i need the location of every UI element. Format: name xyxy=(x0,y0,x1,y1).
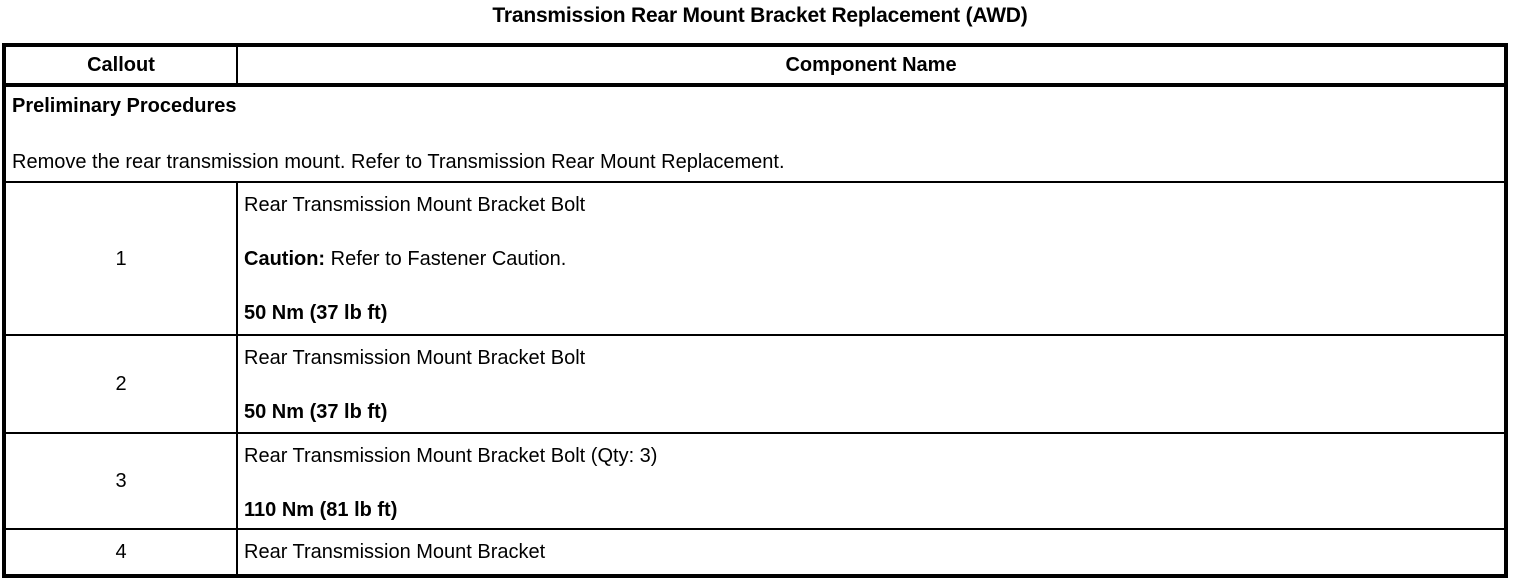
component-name-cell: Rear Transmission Mount Bracket Bolt (Qt… xyxy=(238,434,1504,528)
component-name-text: Rear Transmission Mount Bracket Bolt xyxy=(244,347,586,369)
preliminary-procedures-heading: Preliminary Procedures xyxy=(12,95,237,117)
component-name-text: Rear Transmission Mount Bracket Bolt (Qt… xyxy=(244,445,658,467)
preliminary-procedures-cell: Preliminary Procedures Remove the rear t… xyxy=(6,87,1504,181)
preliminary-procedures-row: Preliminary Procedures Remove the rear t… xyxy=(6,87,1504,183)
torque-spec: 110 Nm (81 lb ft) xyxy=(244,499,398,521)
component-name-text: Rear Transmission Mount Bracket Bolt xyxy=(244,194,586,216)
caution-text: Refer to Fastener Caution. xyxy=(325,248,567,270)
page-title: Transmission Rear Mount Bracket Replacem… xyxy=(492,4,1028,27)
torque-spec: 50 Nm (37 lb ft) xyxy=(244,401,388,423)
column-header-callout: Callout xyxy=(6,47,238,83)
component-name-cell: Rear Transmission Mount Bracket Bolt 50 … xyxy=(238,336,1504,432)
table-row: 1 Rear Transmission Mount Bracket Bolt C… xyxy=(6,183,1504,336)
component-name-cell: Rear Transmission Mount Bracket xyxy=(238,530,1504,574)
table-header-row: Callout Component Name xyxy=(6,47,1504,87)
caution-note: Caution: Refer to Fastener Caution. xyxy=(244,246,1498,272)
table-row: 2 Rear Transmission Mount Bracket Bolt 5… xyxy=(6,336,1504,434)
caution-label: Caution: xyxy=(244,248,326,270)
component-name-text: Rear Transmission Mount Bracket xyxy=(244,541,546,563)
callout-number: 2 xyxy=(6,336,238,432)
torque-spec: 50 Nm (37 lb ft) xyxy=(244,302,388,324)
column-header-component-name: Component Name xyxy=(785,54,957,76)
preliminary-procedures-body: Remove the rear transmission mount. Refe… xyxy=(12,151,785,173)
callout-number: 4 xyxy=(6,530,238,574)
table-row: 3 Rear Transmission Mount Bracket Bolt (… xyxy=(6,434,1504,530)
component-name-cell: Rear Transmission Mount Bracket Bolt Cau… xyxy=(238,183,1504,334)
component-callout-table: Callout Component Name Preliminary Proce… xyxy=(2,43,1508,578)
callout-number: 1 xyxy=(6,183,238,334)
callout-number: 3 xyxy=(6,434,238,528)
table-row: 4 Rear Transmission Mount Bracket xyxy=(6,530,1504,574)
